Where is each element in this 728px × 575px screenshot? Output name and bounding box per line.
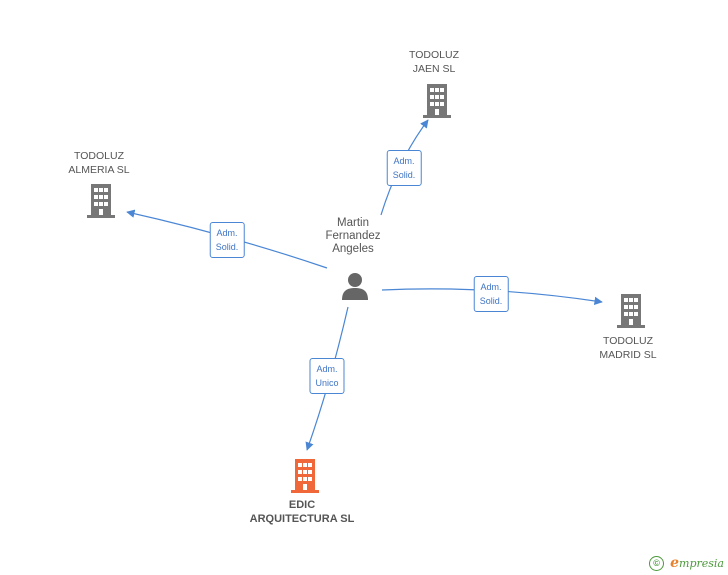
edge-label-line: Adm. xyxy=(216,228,238,238)
edge-label-line: Adm. xyxy=(316,364,338,374)
node-label-line: TODOLUZ xyxy=(74,150,124,162)
copyright-icon: © xyxy=(649,555,665,571)
edge-label-line: Unico xyxy=(315,378,339,388)
node-label-line: TODOLUZ xyxy=(603,335,653,347)
node-label-line: ARQUITECTURA SL xyxy=(249,513,355,525)
brand-logo: empresia xyxy=(670,555,724,571)
node-label-almeria[interactable]: TODOLUZ ALMERIA SL xyxy=(68,149,129,177)
node-label-jaen[interactable]: TODOLUZ JAEN SL xyxy=(409,48,459,76)
edge-label-jaen[interactable]: Adm. Solid. xyxy=(386,150,422,186)
node-label-madrid[interactable]: TODOLUZ MADRID SL xyxy=(599,334,656,362)
person-name-line: Fernandez xyxy=(325,230,381,242)
node-label-line: MADRID SL xyxy=(599,349,657,361)
edge-label-line: Solid. xyxy=(392,170,416,180)
person-icon[interactable] xyxy=(340,271,370,301)
edge-label-line: Solid. xyxy=(479,296,503,306)
node-label-line: ALMERIA SL xyxy=(68,164,130,176)
node-label-line: JAEN SL xyxy=(412,63,456,75)
building-icon[interactable] xyxy=(615,294,647,328)
node-label-line: TODOLUZ xyxy=(409,49,459,61)
edge-label-almeria[interactable]: Adm. Solid. xyxy=(209,222,245,258)
edge-label-line: Adm. xyxy=(480,282,502,292)
person-name[interactable]: Martin Fernandez Angeles xyxy=(326,217,381,256)
building-icon[interactable] xyxy=(421,84,453,118)
brand-initial: e xyxy=(670,555,680,571)
edge-label-edic[interactable]: Adm. Unico xyxy=(309,358,345,394)
node-label-line: EDIC xyxy=(288,499,316,511)
person-name-line: Angeles xyxy=(332,243,374,255)
edge-label-madrid[interactable]: Adm. Solid. xyxy=(473,276,509,312)
footer-brand[interactable]: © empresia xyxy=(649,555,724,571)
edge-label-line: Solid. xyxy=(215,242,239,252)
building-icon[interactable] xyxy=(289,459,321,493)
building-icon[interactable] xyxy=(85,184,117,218)
brand-rest: mpresia xyxy=(679,557,724,570)
node-label-edic[interactable]: EDIC ARQUITECTURA SL xyxy=(250,498,355,526)
edge-label-line: Adm. xyxy=(393,156,415,166)
person-name-line: Martin xyxy=(337,217,369,229)
